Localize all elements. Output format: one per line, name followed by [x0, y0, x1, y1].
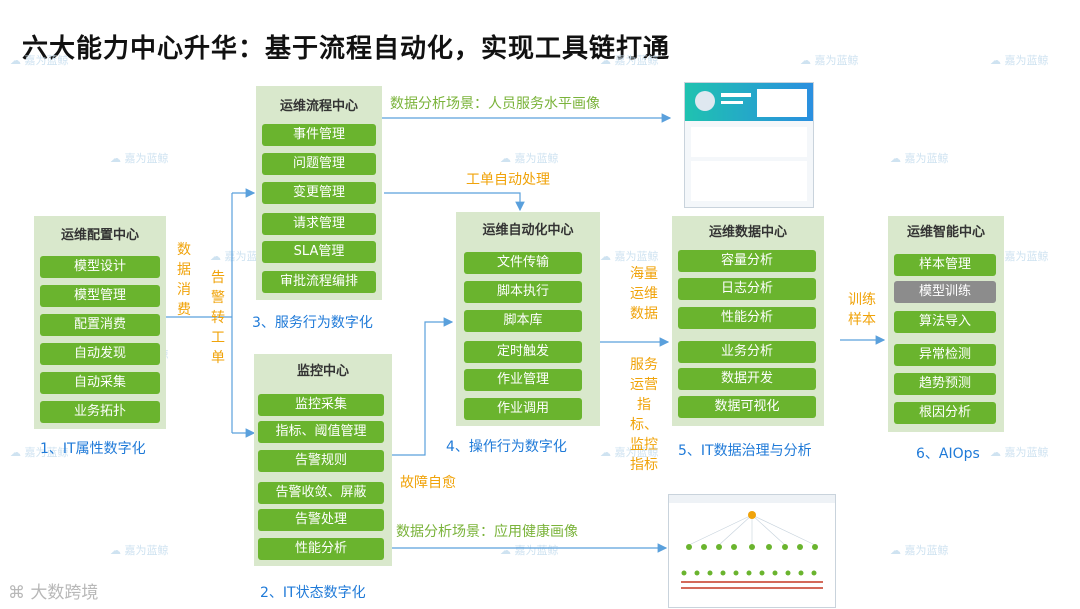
ai-item-root-cause[interactable]: 根因分析 — [894, 402, 996, 424]
ai-item-algorithm[interactable]: 算法导入 — [894, 311, 996, 333]
data-item-performance[interactable]: 性能分析 — [678, 307, 816, 329]
ai-item-anomaly[interactable]: 异常检测 — [894, 344, 996, 366]
brand-logo-icon: ⌘ — [8, 583, 25, 603]
automation-center-title: 运维自动化中心 — [482, 223, 574, 238]
monitor-item-alarm-rule[interactable]: 告警规则 — [258, 450, 384, 472]
watermark: 嘉为蓝鲸 — [890, 542, 949, 558]
data-center-title: 运维数据中心 — [708, 225, 787, 240]
watermark: 嘉为蓝鲸 — [10, 52, 69, 68]
watermark: 嘉为蓝鲸 — [110, 150, 169, 166]
monitor-item-alarm-handle[interactable]: 告警处理 — [258, 509, 384, 531]
process-center-panel: 运维流程中心 事件管理 问题管理 变更管理 请求管理 SLA管理 审批流程编排 — [256, 86, 382, 300]
watermark: 嘉为蓝鲸 — [500, 542, 559, 558]
watermark: 嘉为蓝鲸 — [800, 52, 859, 68]
monitor-center-caption: 2、IT状态数字化 — [260, 585, 366, 601]
label-fault-heal: 故障自愈 — [400, 475, 456, 491]
page-title: 六大能力中心升华：基于流程自动化，实现工具链打通 — [22, 34, 671, 64]
automation-center-panel: 运维自动化中心 文件传输 脚本执行 脚本库 定时触发 作业管理 作业调用 — [456, 212, 600, 426]
config-center-caption: 1、IT属性数字化 — [40, 441, 146, 457]
config-item-auto-collect[interactable]: 自动采集 — [40, 372, 160, 394]
label-auto-ticket: 工单自动处理 — [466, 172, 550, 188]
watermark: 嘉为蓝鲸 — [990, 444, 1049, 460]
automation-item-job-call[interactable]: 作业调用 — [464, 398, 582, 420]
process-item-request[interactable]: 请求管理 — [262, 213, 376, 235]
app-health-screenshot — [668, 494, 836, 608]
label-train-sample: 训练样本 — [848, 292, 876, 328]
config-item-auto-discover[interactable]: 自动发现 — [40, 343, 160, 365]
watermark: 嘉为蓝鲸 — [500, 150, 559, 166]
watermark: 嘉为蓝鲸 — [600, 444, 659, 460]
process-item-problem[interactable]: 问题管理 — [262, 153, 376, 175]
watermark: 嘉为蓝鲸 — [600, 52, 659, 68]
label-alarm-ticket: 告警转工单 — [211, 270, 225, 366]
watermark: 嘉为蓝鲸 — [600, 248, 659, 264]
label-mass-data: 海量运维数据 — [630, 266, 658, 322]
ai-item-sample[interactable]: 样本管理 — [894, 254, 996, 276]
data-item-business[interactable]: 业务分析 — [678, 341, 816, 363]
process-center-title: 运维流程中心 — [279, 99, 358, 114]
config-item-config-consume[interactable]: 配置消费 — [40, 314, 160, 336]
watermark: 嘉为蓝鲸 — [110, 542, 169, 558]
process-item-approval[interactable]: 审批流程编排 — [262, 271, 376, 293]
automation-center-caption: 4、操作行为数字化 — [446, 439, 567, 455]
label-scene-people: 数据分析场景：人员服务水平画像 — [390, 96, 600, 112]
config-item-model-manage[interactable]: 模型管理 — [40, 285, 160, 307]
people-portrait-screenshot — [684, 82, 814, 208]
data-center-panel: 运维数据中心 容量分析 日志分析 性能分析 业务分析 数据开发 数据可视化 — [672, 216, 824, 426]
data-center-caption: 5、IT数据治理与分析 — [678, 443, 812, 459]
monitor-item-alarm-converge[interactable]: 告警收敛、屏蔽 — [258, 482, 384, 504]
process-item-event[interactable]: 事件管理 — [262, 124, 376, 146]
data-item-log[interactable]: 日志分析 — [678, 278, 816, 300]
ai-center-caption: 6、AIOps — [916, 446, 980, 462]
ai-item-model-train[interactable]: 模型训练 — [894, 281, 996, 303]
label-service-metrics: 服务运营指标、监控指标 — [630, 357, 658, 473]
monitor-item-collect[interactable]: 监控采集 — [258, 394, 384, 416]
brand-logo: ⌘ 大数跨境 — [8, 578, 98, 603]
ai-item-trend[interactable]: 趋势预测 — [894, 373, 996, 395]
data-item-capacity[interactable]: 容量分析 — [678, 250, 816, 272]
config-center-panel: 运维配置中心 模型设计 模型管理 配置消费 自动发现 自动采集 业务拓扑 — [34, 216, 166, 429]
watermark: 嘉为蓝鲸 — [990, 52, 1049, 68]
label-scene-app: 数据分析场景：应用健康画像 — [396, 524, 578, 540]
ai-center-title: 运维智能中心 — [906, 225, 985, 240]
data-item-visualization[interactable]: 数据可视化 — [678, 396, 816, 418]
config-center-title: 运维配置中心 — [60, 228, 139, 243]
watermark: 嘉为蓝鲸 — [10, 444, 69, 460]
config-item-model-design[interactable]: 模型设计 — [40, 256, 160, 278]
monitor-center-panel: 监控中心 监控采集 指标、阈值管理 告警规则 告警收敛、屏蔽 告警处理 性能分析 — [254, 354, 392, 566]
data-item-dev[interactable]: 数据开发 — [678, 368, 816, 390]
brand-logo-text: 大数跨境 — [30, 583, 99, 603]
monitor-item-perf-analysis[interactable]: 性能分析 — [258, 538, 384, 560]
process-item-change[interactable]: 变更管理 — [262, 182, 376, 204]
process-center-caption: 3、服务行为数字化 — [252, 315, 373, 331]
watermark: 嘉为蓝鲸 — [990, 248, 1049, 264]
automation-item-file-transfer[interactable]: 文件传输 — [464, 252, 582, 274]
watermark: 嘉为蓝鲸 — [890, 150, 949, 166]
label-data-consume: 数据消费 — [177, 242, 191, 318]
automation-item-script-lib[interactable]: 脚本库 — [464, 310, 582, 332]
automation-item-timer[interactable]: 定时触发 — [464, 341, 582, 363]
process-item-sla[interactable]: SLA管理 — [262, 241, 376, 263]
config-item-business-topology[interactable]: 业务拓扑 — [40, 401, 160, 423]
ai-center-panel: 运维智能中心 样本管理 模型训练 算法导入 异常检测 趋势预测 根因分析 — [888, 216, 1004, 432]
monitor-item-threshold[interactable]: 指标、阈值管理 — [258, 421, 384, 443]
automation-item-script-exec[interactable]: 脚本执行 — [464, 281, 582, 303]
monitor-center-title: 监控中心 — [296, 364, 349, 379]
automation-item-job-manage[interactable]: 作业管理 — [464, 369, 582, 391]
